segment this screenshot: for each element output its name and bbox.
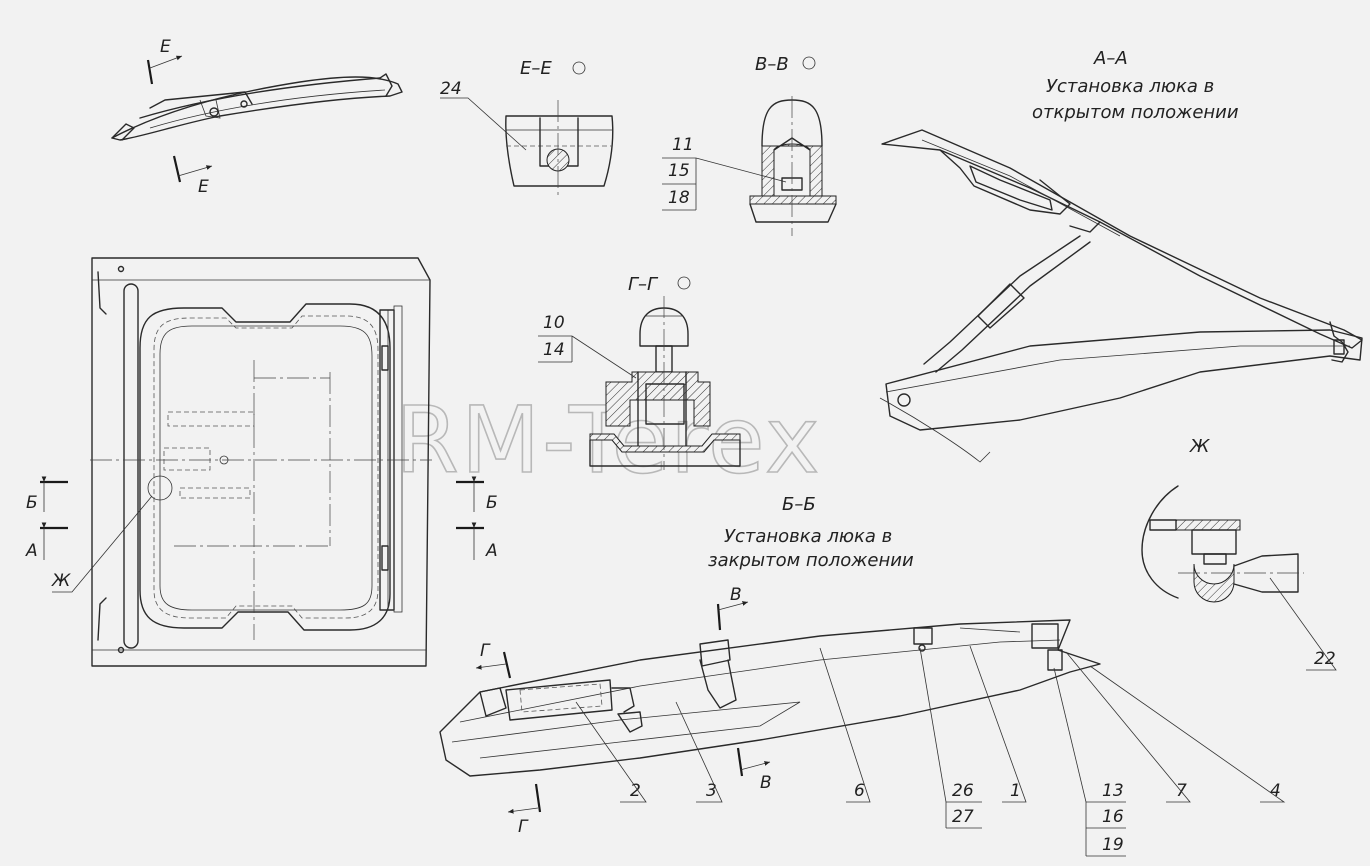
- view-caption-aa-line2: открытом положении: [1032, 102, 1239, 123]
- svg-text:11: 11: [672, 135, 694, 155]
- hatch-side-view-small: [111, 73, 403, 141]
- svg-text:Б: Б: [486, 493, 498, 513]
- plan-view: [90, 257, 432, 667]
- callout-2: 2: [575, 701, 647, 803]
- svg-text:Г: Г: [480, 641, 491, 661]
- svg-text:15: 15: [668, 161, 690, 181]
- svg-text:Б: Б: [26, 493, 38, 513]
- detail-mark-zh-plan: Ж: [51, 571, 71, 591]
- view-title-aa: А–А: [1093, 48, 1128, 69]
- hatch-open-position: [879, 129, 1363, 463]
- view-title-zh: Ж: [1189, 436, 1210, 457]
- svg-text:13: 13: [1102, 781, 1124, 801]
- svg-text:26: 26: [952, 781, 974, 801]
- leader-zh: [52, 495, 153, 593]
- view-caption-bb-line2: закрытом положении: [708, 550, 914, 571]
- callout-stack-26-27: 26 27: [919, 647, 982, 829]
- hatch-closed-position: [439, 619, 1101, 777]
- svg-text:10: 10: [543, 313, 565, 333]
- svg-text:19: 19: [1102, 835, 1124, 855]
- svg-text:14: 14: [543, 340, 565, 360]
- section-mark-b-left: Б: [26, 476, 68, 513]
- section-mark-a-left: А: [25, 522, 68, 561]
- callout-stack-13-16-19: 13 16 19: [1053, 667, 1126, 857]
- section-ee: [505, 100, 614, 198]
- section-mark-v-top: В: [716, 585, 749, 631]
- svg-text:2: 2: [630, 781, 641, 801]
- view-caption-aa-line1: Установка люка в: [1046, 76, 1214, 97]
- svg-text:22: 22: [1314, 649, 1336, 669]
- section-mark-g-bottom: Г: [507, 783, 542, 837]
- leader-24: [440, 97, 527, 151]
- view-caption-bb-line1: Установка люка в: [724, 526, 892, 547]
- detail-zh: [1141, 485, 1304, 603]
- section-mark-b-right: Б: [456, 476, 498, 513]
- svg-text:6: 6: [854, 781, 865, 801]
- section-gg: [589, 296, 741, 470]
- callout-stack-10-14: 10 14: [538, 313, 637, 379]
- callout-6: 6: [819, 647, 871, 803]
- callout-22: 22: [1269, 577, 1337, 671]
- callout-3: 3: [675, 701, 723, 803]
- section-mark-e-top: Е: [146, 37, 183, 85]
- rotation-icon: [802, 56, 816, 70]
- svg-text:18: 18: [668, 188, 690, 208]
- section-vv: [749, 96, 837, 236]
- svg-text:В: В: [760, 773, 772, 793]
- callout-7: 7: [1065, 651, 1191, 803]
- view-title-ee: Е–Е: [520, 58, 552, 79]
- svg-text:Е: Е: [198, 177, 209, 197]
- svg-text:7: 7: [1176, 781, 1187, 801]
- rotation-icon: [677, 276, 691, 290]
- callout-4: 4: [1089, 665, 1286, 803]
- callout-1: 1: [969, 645, 1027, 803]
- svg-text:1: 1: [1010, 781, 1021, 801]
- svg-text:16: 16: [1102, 807, 1124, 827]
- section-mark-e-bottom: Е: [172, 155, 213, 197]
- svg-text:3: 3: [706, 781, 717, 801]
- section-mark-v-bottom: В: [736, 747, 772, 793]
- svg-text:27: 27: [952, 807, 974, 827]
- svg-text:Е: Е: [160, 37, 171, 57]
- callout-stack-11-15-18: 11 15 18: [662, 135, 787, 211]
- svg-text:4: 4: [1270, 781, 1281, 801]
- callout-24: 24: [440, 79, 462, 99]
- view-title-vv: В–В: [755, 54, 789, 75]
- rotation-icon: [572, 61, 586, 75]
- svg-text:А: А: [25, 541, 38, 561]
- svg-text:В: В: [730, 585, 742, 605]
- view-title-gg: Г–Г: [628, 274, 659, 295]
- view-title-bb: Б–Б: [782, 494, 816, 515]
- svg-text:А: А: [485, 541, 498, 561]
- svg-text:Г: Г: [518, 817, 529, 837]
- section-mark-a-right: А: [456, 522, 498, 561]
- section-mark-g-top: Г: [475, 641, 512, 679]
